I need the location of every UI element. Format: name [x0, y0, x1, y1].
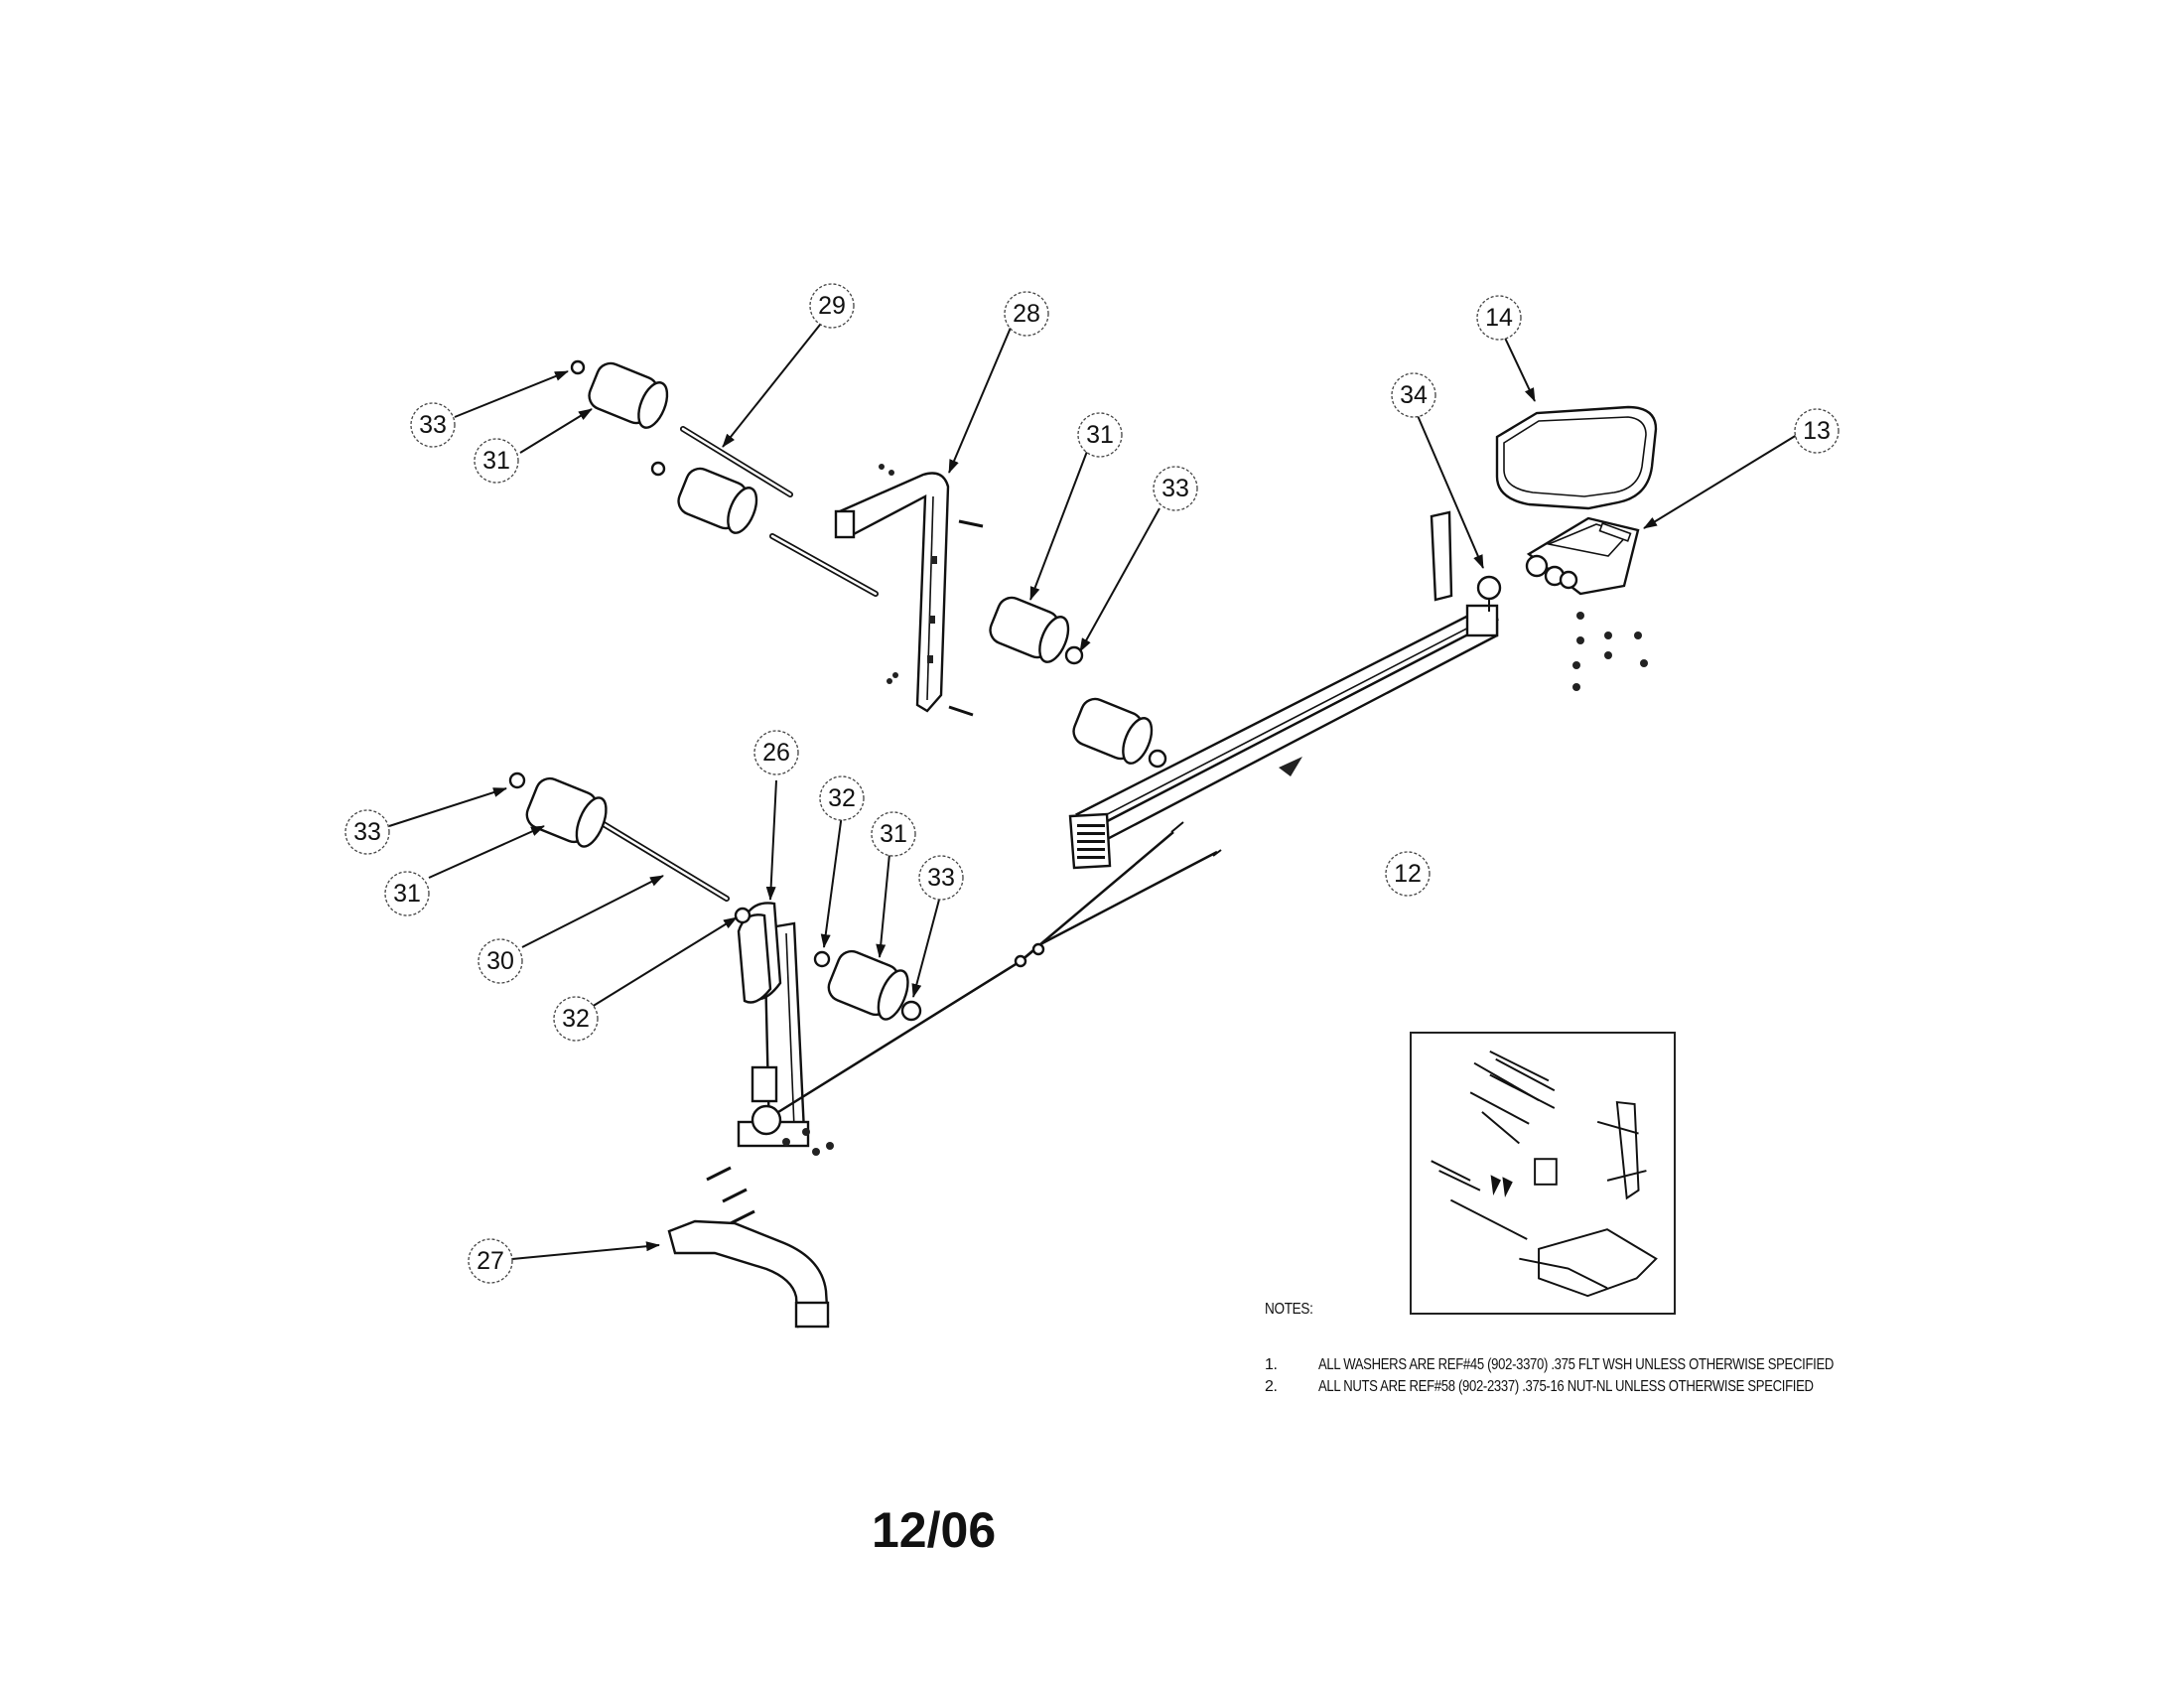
upper-bolts	[879, 464, 984, 717]
callout-label: 33	[1161, 475, 1189, 502]
part-31-roller-pads-upper	[588, 361, 1154, 765]
callout-34: 34	[1391, 372, 1436, 418]
callout-label: 33	[353, 818, 381, 846]
callout-label: 31	[393, 880, 421, 908]
seat-hardware	[1572, 612, 1648, 691]
callout-label: 32	[562, 1005, 590, 1033]
callout-label: 31	[482, 447, 510, 475]
part-27-foot-tube	[667, 1219, 830, 1329]
assembly-overview-drawing	[1431, 1050, 1658, 1298]
notes-title: NOTES:	[1265, 1301, 1313, 1318]
note-text: ALL NUTS ARE REF#58 (902-2337) .375-16 N…	[1318, 1378, 1814, 1395]
callout-13: 13	[1794, 408, 1840, 454]
callout-29: 29	[809, 283, 855, 329]
callout-label: 31	[1086, 421, 1114, 449]
callout-32: 32	[553, 996, 599, 1042]
part-33-caps-upper	[570, 359, 1167, 769]
part-12-main-rail	[1068, 604, 1500, 870]
leader-lines	[388, 319, 1798, 1260]
callout-12: 12	[1385, 851, 1431, 897]
note-text: ALL WASHERS ARE REF#45 (902-3370) .375 F…	[1318, 1356, 1835, 1373]
callout-33: 33	[410, 402, 456, 448]
part-30-rod	[601, 821, 730, 902]
callout-label: 26	[762, 739, 790, 767]
part-33-caps-lower	[508, 772, 922, 1022]
callout-label: 27	[477, 1247, 504, 1275]
callout-30: 30	[478, 938, 523, 984]
callout-label: 32	[828, 784, 856, 812]
callout-33: 33	[344, 809, 390, 855]
callout-31: 31	[871, 811, 916, 857]
part-34-pop-pin-knob	[1430, 510, 1502, 612]
callout-label: 33	[927, 864, 955, 892]
part-28-leg-lever-arm	[834, 472, 950, 713]
callout-label: 33	[419, 411, 447, 439]
note-number: 1.	[1265, 1356, 1278, 1373]
callout-33: 33	[1153, 466, 1198, 511]
callout-31: 31	[1077, 412, 1123, 458]
part-14-seat-pad	[1495, 405, 1658, 510]
callout-33: 33	[918, 855, 964, 901]
lower-hardware	[706, 1128, 834, 1225]
callout-label: 29	[818, 292, 846, 320]
notes-block: NOTES: 1. ALL WASHERS ARE REF#45 (902-33…	[1265, 1301, 1947, 1398]
callout-label: 28	[1013, 300, 1040, 328]
note-number: 2.	[1265, 1378, 1278, 1395]
callout-label: 14	[1485, 304, 1513, 332]
callout-32: 32	[819, 775, 865, 821]
callout-31: 31	[384, 871, 430, 916]
callout-27: 27	[468, 1238, 513, 1284]
callout-26: 26	[753, 730, 799, 775]
callout-14: 14	[1476, 295, 1522, 341]
callout-31: 31	[474, 438, 519, 484]
part-29-rods	[680, 426, 879, 597]
assembly-overview-inset	[1410, 1032, 1676, 1315]
callout-label: 13	[1803, 417, 1831, 445]
callout-label: 12	[1394, 860, 1422, 888]
note-item: 1. ALL WASHERS ARE REF#45 (902-3370) .37…	[1265, 1354, 1947, 1376]
callout-label: 31	[880, 820, 907, 848]
part-32-spacers	[734, 907, 831, 968]
callout-label: 34	[1400, 381, 1428, 409]
callout-label: 30	[486, 947, 514, 975]
callout-28: 28	[1004, 291, 1049, 337]
part-13-seat-bracket	[1525, 516, 1640, 596]
note-item: 2. ALL NUTS ARE REF#58 (902-2337) .375-1…	[1265, 1376, 1947, 1398]
date-code: 12/06	[872, 1502, 997, 1558]
cables	[777, 821, 1222, 1114]
